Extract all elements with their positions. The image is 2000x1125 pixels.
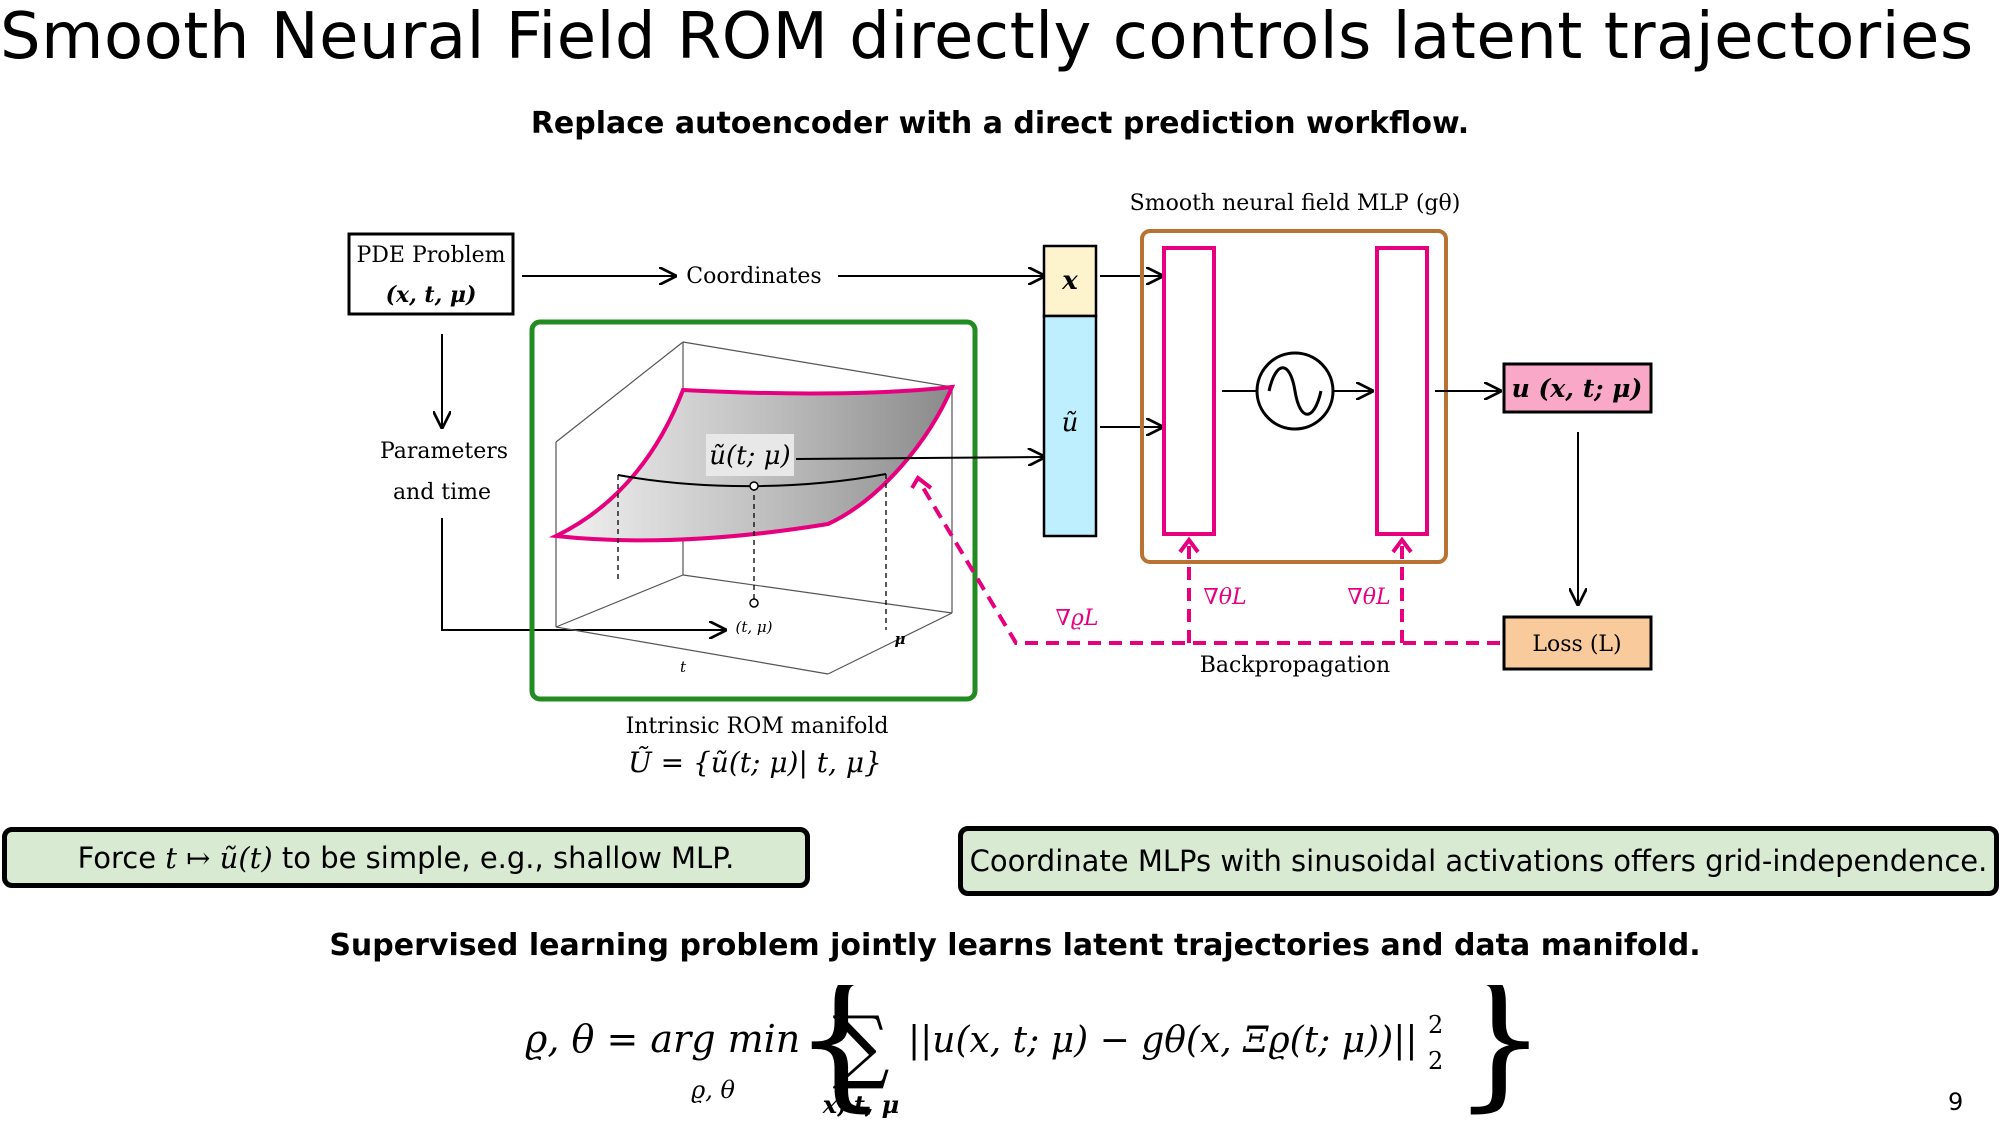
manifold-point-label: ũ(t; μ) [709, 441, 790, 471]
objective-body: ||u(x, t; μ) − gθ(x, Ξϱ(t; μ))|| [908, 1020, 1417, 1061]
manifold-caption: Intrinsic ROM manifold [626, 714, 889, 739]
axis-t-label: t [680, 658, 687, 676]
backprop-label: Backpropagation [1200, 653, 1390, 678]
parameters-to-manifold-arrow [441, 518, 725, 630]
manifold-point-label-bg [706, 434, 794, 476]
objective-right-brace: } [1452, 985, 1547, 1120]
parameters-label-line1: Parameters [380, 439, 508, 464]
sine-wave-glyph [1267, 366, 1323, 416]
mlp-layer-1 [1162, 246, 1216, 536]
callout-right-text: Coordinate MLPs with sinusoidal activati… [969, 844, 1988, 878]
mlp-layer-2 [1375, 246, 1429, 536]
mlp-title: Smooth neural field MLP (gθ) [1130, 191, 1461, 216]
objective-lhs: ϱ, θ = arg min [525, 1017, 800, 1061]
callout-grid-independence: Coordinate MLPs with sinusoidal activati… [958, 826, 1999, 896]
page-number: 9 [1948, 1088, 1964, 1116]
callout-left-prefix: Force [77, 840, 166, 875]
mlp-frame [1140, 229, 1448, 564]
objective-equation: ϱ, θ = arg min ϱ, θ { ∑ x, t, μ ||u(x, t… [525, 985, 1547, 1120]
pde-problem-label: PDE Problem [356, 243, 505, 268]
loss-box [1502, 615, 1653, 671]
parameters-label-line2: and time [393, 480, 491, 505]
grad-theta-label-2: ∇θL [1347, 585, 1390, 610]
axis-t-mu-label: (t, μ) [735, 618, 772, 636]
parameter-point [749, 598, 759, 608]
grad-theta-label-1: ∇θL [1203, 585, 1246, 610]
projection-lines [617, 474, 887, 630]
callout-left-suffix: to be simple, e.g., shallow MLP. [272, 840, 735, 875]
slide-subtitle: Replace autoencoder with a direct predic… [530, 106, 1470, 141]
objective-left-brace: { [793, 985, 888, 1120]
callout-left-math: t ↦ ũ(t) [165, 840, 273, 875]
backprop-arrowhead-manifold [910, 475, 933, 490]
grad-rho-label: ∇ϱL [1056, 606, 1099, 631]
input-x-label: x [1061, 266, 1078, 296]
trajectory-point [749, 481, 759, 491]
axis-mu-label: μ [895, 630, 906, 648]
pde-problem-box: PDE Problem (x, t, μ) [347, 232, 515, 316]
input-u-label: ũ [1062, 408, 1079, 438]
output-label: u (x, t; μ) [1512, 374, 1643, 403]
objective-under-sum: x, t, μ [822, 1090, 899, 1119]
slide-title: Smooth Neural Field ROM directly control… [0, 0, 1974, 74]
input-u-cell [1042, 314, 1098, 538]
objective-sum-symbol: ∑ [832, 999, 889, 1092]
latent-to-input-arrow [795, 457, 1044, 459]
workflow-diagram: PDE Problem (x, t, μ) Coordinates Parame… [347, 191, 1653, 779]
backprop-arrowhead-layer1 [1178, 536, 1200, 554]
supervised-heading: Supervised learning problem jointly lear… [329, 928, 1701, 963]
coordinates-label: Coordinates [686, 264, 821, 289]
backprop-paths [920, 484, 1500, 645]
manifold-formula: Ũ = {ũ(t; μ)| t, μ} [628, 746, 882, 779]
callout-simple-trajectory: Force t ↦ ũ(t) to be simple, e.g., shall… [2, 827, 810, 888]
input-x-cell [1042, 244, 1098, 318]
objective-subscript: 2 [1428, 1047, 1443, 1075]
manifold-frame [529, 319, 978, 702]
backprop-arrowhead-layer2 [1391, 536, 1413, 554]
output-box [1502, 362, 1653, 414]
pde-problem-args: (x, t, μ) [386, 282, 477, 308]
objective-superscript: 2 [1428, 1011, 1443, 1039]
objective-under-min: ϱ, θ [691, 1076, 735, 1104]
loss-label: Loss (L) [1532, 632, 1621, 657]
